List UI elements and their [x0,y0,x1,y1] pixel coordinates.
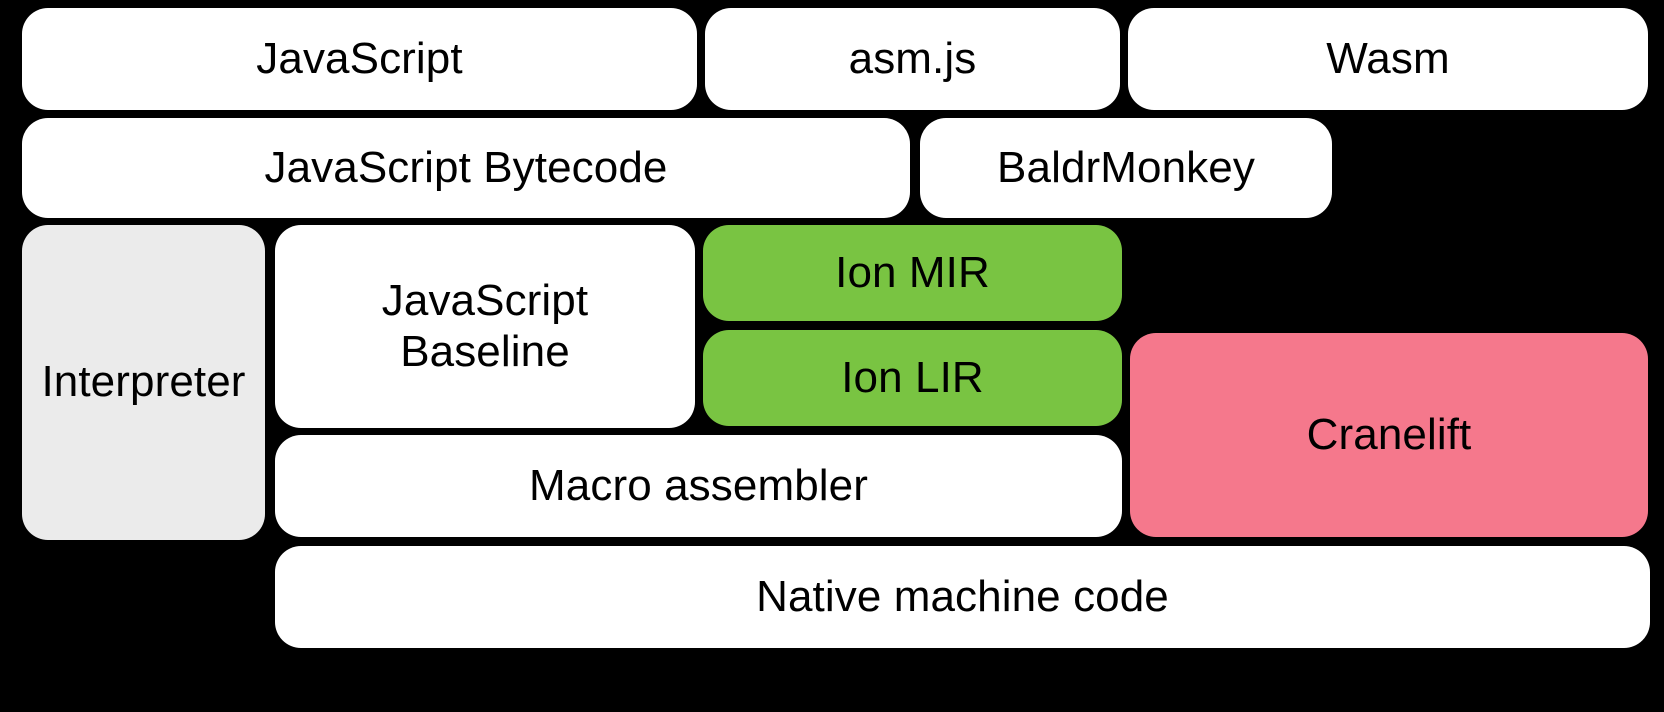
node-js-bytecode[interactable]: JavaScript Bytecode [22,118,910,218]
node-label-baldrmonkey: BaldrMonkey [997,142,1255,192]
node-ion-lir[interactable]: Ion LIR [703,330,1122,426]
node-interpreter[interactable]: Interpreter [22,225,265,540]
node-label-wasm: Wasm [1326,33,1450,83]
node-asmjs[interactable]: asm.js [705,8,1120,110]
node-label-interpreter: Interpreter [41,357,246,407]
node-label-cranelift: Cranelift [1306,409,1472,459]
node-javascript-baseline[interactable]: JavaScript Baseline [275,225,695,428]
node-label-ion-mir: Ion MIR [835,247,990,297]
node-native-machine-code[interactable]: Native machine code [275,546,1650,648]
node-ion-mir[interactable]: Ion MIR [703,225,1122,321]
node-cranelift[interactable]: Cranelift [1130,333,1648,537]
node-label-javascript-baseline: JavaScript Baseline [381,276,589,376]
node-wasm[interactable]: Wasm [1128,8,1648,110]
node-label-javascript: JavaScript [256,33,463,83]
node-label-native-machine-code: Native machine code [756,571,1169,621]
node-label-ion-lir: Ion LIR [841,352,984,402]
node-javascript[interactable]: JavaScript [22,8,697,110]
node-label-asmjs: asm.js [848,33,977,83]
node-baldrmonkey[interactable]: BaldrMonkey [920,118,1332,218]
node-macro-assembler[interactable]: Macro assembler [275,435,1122,537]
node-label-macro-assembler: Macro assembler [529,460,868,510]
node-label-js-bytecode: JavaScript Bytecode [264,142,668,192]
